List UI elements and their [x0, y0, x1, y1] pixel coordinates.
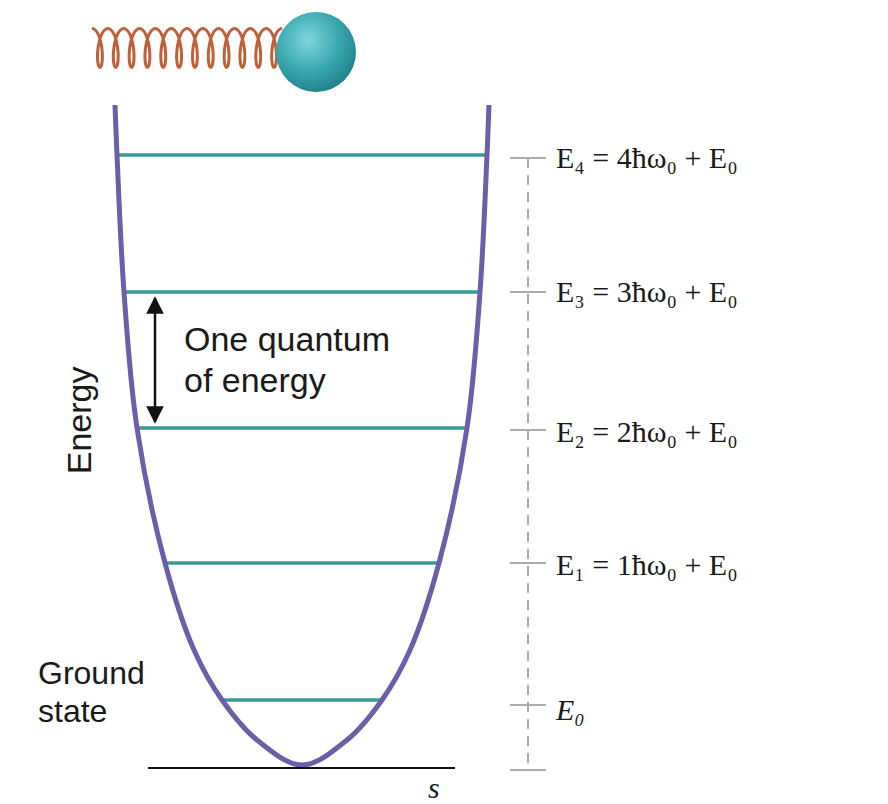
- state-label: Ground state: [38, 654, 198, 731]
- mass-ball: [276, 12, 356, 92]
- potential-well: [115, 105, 489, 765]
- scale-ticks: [510, 158, 546, 770]
- energy-formula: E₃ = 3ħω₀ + E₀: [556, 274, 738, 310]
- scale-tick: [510, 429, 546, 431]
- scale-tick: [510, 704, 546, 706]
- scale-tick: [510, 291, 546, 293]
- energy-formula: E₄ = 4ħω₀ + E₀: [556, 140, 738, 176]
- callout-text: One quantum of energy: [184, 319, 416, 401]
- scale-tick: [510, 769, 546, 771]
- energy-formula: E₁ = 1ħω₀ + E₀: [556, 547, 738, 583]
- energy-scale: [527, 158, 529, 770]
- axis-label: Energy: [60, 366, 101, 474]
- energy-formula: E₂ = 2ħω₀ + E₀: [556, 414, 738, 450]
- energy-level: [126, 290, 478, 294]
- axis-baseline: [148, 767, 455, 769]
- energy-level: [139, 426, 465, 430]
- axis-variable: s: [428, 770, 440, 804]
- spring-coil: [92, 28, 282, 67]
- energy-level: [224, 698, 380, 702]
- energy-level: [166, 561, 438, 565]
- spring: [92, 28, 282, 67]
- energy-levels: [118, 155, 486, 700]
- energy-level: [118, 153, 486, 157]
- energy-formula: E₀: [556, 692, 585, 728]
- quantum-arrow: [154, 298, 157, 422]
- scale-tick: [510, 562, 546, 564]
- scale-tick: [510, 157, 546, 159]
